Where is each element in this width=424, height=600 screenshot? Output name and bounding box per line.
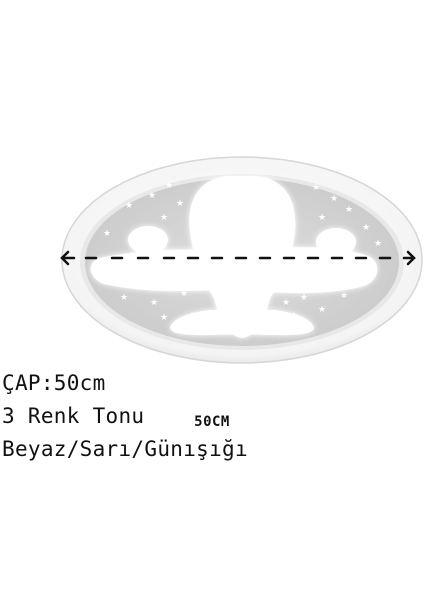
svg-text:★: ★	[340, 291, 348, 301]
spec-diameter: ÇAP:50cm	[2, 371, 106, 395]
svg-text:★: ★	[176, 199, 184, 209]
svg-text:★: ★	[362, 223, 370, 233]
svg-text:★: ★	[330, 194, 338, 204]
svg-text:★: ★	[103, 229, 111, 239]
spec-color-names: Beyaz/Sarı/Günışığı	[2, 437, 248, 461]
svg-text:★: ★	[318, 213, 326, 223]
svg-text:★: ★	[120, 293, 128, 303]
svg-text:★: ★	[150, 298, 158, 308]
svg-text:★: ★	[345, 205, 353, 215]
svg-text:★: ★	[160, 213, 168, 223]
svg-text:★: ★	[374, 239, 382, 249]
svg-text:★: ★	[188, 311, 196, 321]
svg-text:★: ★	[282, 298, 290, 308]
spec-color-tones: 3 Renk Tonu	[2, 404, 145, 428]
product-image: ★ ★ ★ ★ ★ ★ ★ ★ ★ ★ ★ ★ ★ ★ ★ ★ ★ ★ ★ ★ …	[0, 150, 424, 430]
svg-text:★: ★	[165, 181, 173, 191]
svg-text:★: ★	[290, 311, 298, 321]
svg-text:★: ★	[300, 293, 308, 303]
svg-text:★: ★	[318, 305, 326, 315]
ceiling-lamp-illustration: ★ ★ ★ ★ ★ ★ ★ ★ ★ ★ ★ ★ ★ ★ ★ ★ ★ ★ ★ ★ …	[60, 156, 423, 364]
dimension-arrow	[60, 250, 416, 266]
svg-text:★: ★	[180, 289, 188, 299]
svg-text:★: ★	[312, 183, 320, 193]
svg-text:★: ★	[148, 191, 156, 201]
star-decorations: ★ ★ ★ ★ ★ ★ ★ ★ ★ ★ ★ ★ ★ ★ ★ ★ ★ ★ ★ ★ …	[103, 181, 382, 323]
svg-text:★: ★	[160, 313, 168, 323]
dimension-label: 50CM	[194, 414, 230, 430]
svg-text:★: ★	[125, 201, 133, 211]
